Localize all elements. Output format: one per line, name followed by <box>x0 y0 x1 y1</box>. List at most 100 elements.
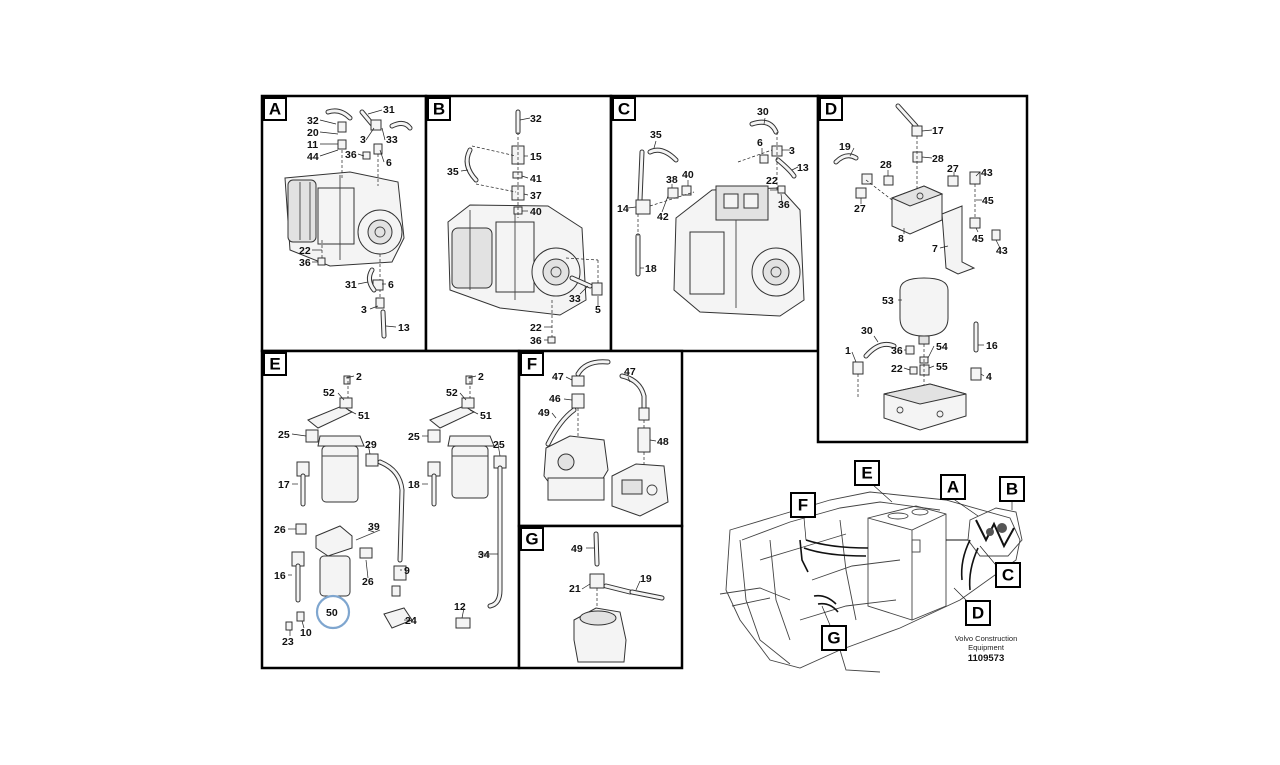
callout-f-2: 47 <box>624 366 636 378</box>
callout-f-5: 48 <box>657 436 669 448</box>
pump-assembly-c <box>673 185 805 317</box>
panel-a-callouts: 32 31 20 3 33 11 44 36 6 22 36 31 6 3 13 <box>299 104 410 334</box>
callout-b-4: 41 <box>530 173 542 185</box>
callout-e-19[interactable]: 50 <box>326 607 338 619</box>
callout-d-8: 45 <box>982 195 994 207</box>
callout-d-14: 30 <box>861 325 873 337</box>
callout-f-4: 49 <box>538 407 550 419</box>
callout-a-7: 44 <box>307 151 319 163</box>
callout-e-4: 52 <box>446 387 458 399</box>
callout-b-2: 15 <box>530 151 542 163</box>
callout-e-20: 12 <box>454 601 466 613</box>
callout-c-1: 30 <box>757 106 769 118</box>
callout-a-14: 3 <box>361 304 367 316</box>
callout-e-3: 51 <box>358 410 370 422</box>
callout-d-10: 7 <box>932 243 938 255</box>
highlight-part-50[interactable] <box>315 594 351 630</box>
callout-f-3: 46 <box>549 393 561 405</box>
callout-d-7: 27 <box>854 203 866 215</box>
callout-c-8: 22 <box>766 175 778 187</box>
svg-text:B: B <box>433 100 445 119</box>
callout-a-5: 33 <box>386 134 398 146</box>
callout-e-21: 23 <box>282 636 294 648</box>
svg-text:D: D <box>825 100 837 119</box>
callout-d-5: 27 <box>947 163 959 175</box>
panel-e-badge[interactable]: E <box>263 352 287 376</box>
callout-d-6: 43 <box>981 167 993 179</box>
panel-c-callouts: 30 35 6 3 13 38 40 22 14 42 36 18 <box>617 106 809 275</box>
callout-d-12: 43 <box>996 245 1008 257</box>
svg-text:B: B <box>1006 480 1018 499</box>
callout-e-22: 10 <box>300 627 312 639</box>
callout-c-12: 18 <box>645 263 657 275</box>
callout-e-5: 2 <box>478 371 484 383</box>
callout-e-12: 18 <box>408 479 420 491</box>
callout-e-6: 51 <box>480 410 492 422</box>
filter-lower <box>315 525 353 597</box>
accumulator-53 <box>899 277 949 345</box>
panel-d-badge[interactable]: D <box>819 97 843 121</box>
callout-c-11: 36 <box>778 199 790 211</box>
hydraulic-tank <box>867 505 947 621</box>
overview-callout-a[interactable]: A <box>940 474 966 500</box>
panel-a: A <box>260 94 428 353</box>
callout-d-21: 4 <box>986 371 992 383</box>
panel-c-badge[interactable]: C <box>612 97 636 121</box>
callout-b-1: 32 <box>530 113 542 125</box>
overview-callout-c[interactable]: C <box>995 562 1021 588</box>
callout-a-1: 32 <box>307 115 319 127</box>
panel-d-callouts: 17 19 28 28 27 43 27 45 8 7 45 43 53 30 … <box>839 125 1008 383</box>
panel-b: B <box>424 94 613 353</box>
callout-b-5: 37 <box>530 190 542 202</box>
callout-c-2: 35 <box>650 129 662 141</box>
panel-c: C <box>609 94 820 353</box>
callout-e-14: 39 <box>368 521 380 533</box>
pump-cluster <box>960 507 1023 591</box>
callout-d-20: 55 <box>936 361 948 373</box>
callout-b-9: 22 <box>530 322 542 334</box>
pump-assembly-b <box>447 204 587 316</box>
callout-e-10: 25 <box>493 439 505 451</box>
panel-g-callouts: 49 21 19 <box>569 543 652 595</box>
overview-callout-g[interactable]: G <box>821 625 847 651</box>
callout-a-2: 31 <box>383 104 395 116</box>
callout-d-18: 54 <box>936 341 948 353</box>
panel-f: F 47 47 46 49 48 <box>517 349 684 528</box>
overview-callout-b[interactable]: B <box>999 476 1025 502</box>
callout-d-19: 22 <box>891 363 903 375</box>
callout-e-18: 34 <box>478 549 490 561</box>
callout-b-3: 35 <box>447 166 459 178</box>
callout-d-1: 17 <box>932 125 944 137</box>
svg-text:A: A <box>947 478 959 497</box>
drawing-number: 1109573 <box>968 653 1004 664</box>
callout-a-8: 36 <box>345 149 357 161</box>
motor-assembly-right <box>611 463 669 517</box>
callout-g-3: 19 <box>640 573 652 585</box>
callout-d-9: 8 <box>898 233 904 245</box>
svg-text:A: A <box>269 100 281 119</box>
motor-assembly-g <box>573 607 627 663</box>
callout-c-3: 6 <box>757 137 763 149</box>
panel-f-badge[interactable]: F <box>520 352 544 376</box>
panel-a-badge[interactable]: A <box>263 97 287 121</box>
overview-callout-e[interactable]: E <box>854 460 880 486</box>
callout-b-7: 33 <box>569 293 581 305</box>
callout-a-13: 6 <box>388 279 394 291</box>
callout-a-11: 36 <box>299 257 311 269</box>
callout-c-6: 38 <box>666 174 678 186</box>
callout-b-8: 5 <box>595 304 601 316</box>
callout-a-15: 13 <box>398 322 410 334</box>
panel-g-badge[interactable]: G <box>520 527 544 551</box>
callout-g-1: 49 <box>571 543 583 555</box>
callout-c-10: 42 <box>657 211 669 223</box>
pump-assembly-a <box>284 171 405 267</box>
callout-c-4: 3 <box>789 145 795 157</box>
callout-c-7: 40 <box>682 169 694 181</box>
callout-d-2: 19 <box>839 141 851 153</box>
overview-callout-d[interactable]: D <box>965 600 991 626</box>
panel-b-badge[interactable]: B <box>427 97 451 121</box>
callout-a-9: 6 <box>386 157 392 169</box>
callout-e-7: 25 <box>278 429 290 441</box>
overview-callout-f[interactable]: F <box>790 492 816 518</box>
callout-b-6: 40 <box>530 206 542 218</box>
